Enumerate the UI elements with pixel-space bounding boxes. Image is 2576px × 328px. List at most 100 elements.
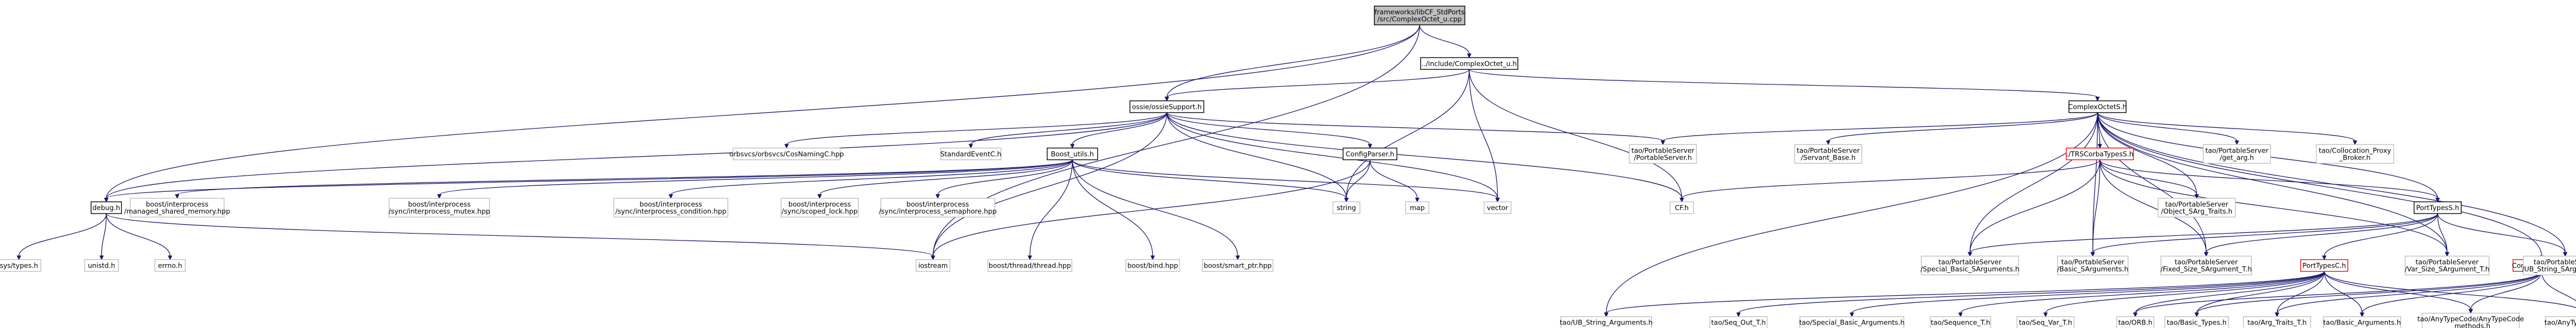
node-errno[interactable]: errno.h bbox=[154, 259, 186, 272]
edge-arrowhead bbox=[2194, 194, 2199, 199]
node-label: boost/bind.hpp bbox=[1127, 261, 1178, 269]
node-label: tao/AnyTypeCode/Any.h bbox=[2544, 319, 2576, 327]
node-arg-traits[interactable]: tao/Arg_Traits_T.h bbox=[2242, 316, 2311, 328]
node-ip-mutex[interactable]: boost/interprocess/sync/interprocess_mut… bbox=[389, 198, 491, 218]
node-box bbox=[2057, 255, 2129, 276]
node-label: /src/ComplexOctet_u.cpp bbox=[1377, 15, 1462, 23]
node-box bbox=[780, 198, 859, 218]
edge-arrowhead bbox=[1849, 312, 1854, 317]
edge-arrowhead bbox=[1150, 255, 1155, 261]
node-debug-h[interactable]: debug.h bbox=[90, 201, 122, 214]
node-thread[interactable]: boost/thread/thread.hpp bbox=[987, 259, 1073, 272]
node-iostream[interactable]: iostream bbox=[916, 259, 951, 272]
node-ip-lock[interactable]: boost/interprocess/sync/scoped_lock.hpp bbox=[780, 198, 859, 218]
node-corbatypess-h[interactable]: ./TRSCorbaTypesS.h bbox=[2065, 147, 2134, 160]
edge-porttypesc-h-to-special-args bbox=[1849, 271, 2325, 317]
node-fixed-size-sarg[interactable]: tao/PortableServer/Fixed_Size_SArgument_… bbox=[2160, 255, 2252, 276]
node-servant-base[interactable]: tao/PortableServer/Servant_Base.h bbox=[1794, 144, 1863, 164]
node-box bbox=[940, 147, 1002, 160]
edge-arrowhead bbox=[2234, 140, 2240, 146]
edge-complexoctets-h-to-collocation bbox=[2097, 112, 2357, 146]
edge-complexoctet-u-h-to-cf-h bbox=[1469, 69, 1685, 203]
node-map[interactable]: map bbox=[1405, 201, 1430, 214]
node-ossiesupport-h[interactable]: ossie/ossieSupport.h bbox=[1129, 100, 1204, 113]
node-ip-shm[interactable]: boost/interprocess/managed_shared_memory… bbox=[124, 198, 230, 218]
node-special-sargs[interactable]: tao/PortableServer/Special_Basic_SArgume… bbox=[1921, 255, 2020, 276]
edge-arrowhead bbox=[1070, 144, 1075, 149]
edge-line bbox=[2276, 271, 2325, 313]
node-special-args[interactable]: tao/Special_Basic_Arguments.h bbox=[1799, 316, 1905, 328]
edge-complexoctets-h-to-get-arg bbox=[2097, 112, 2240, 146]
edge-porttypess-h-to-fixed-size-sarg bbox=[2204, 213, 2438, 257]
node-label: boost/interprocess bbox=[639, 200, 702, 208]
node-box bbox=[84, 259, 119, 272]
node-cosnaming[interactable]: orbsvcs/orbsvcs/CosNamingC.hpp bbox=[729, 147, 844, 160]
node-label: boost/interprocess bbox=[788, 200, 851, 208]
node-string[interactable]: string bbox=[1332, 201, 1360, 214]
edge-corbatypess-h-to-porttypess-h bbox=[2099, 160, 2440, 203]
node-configparser-h[interactable]: ConfigParser.h bbox=[1342, 147, 1397, 160]
node-get-arg[interactable]: tao/PortableServer/get_arg.h bbox=[2203, 144, 2271, 164]
node-root[interactable]: frameworks/libCF_StdPorts/src/ComplexOct… bbox=[1374, 5, 1465, 26]
node-complexoctet-u-h[interactable]: ../include/ComplexOctet_u.h bbox=[1420, 57, 1519, 70]
edge-line bbox=[2437, 213, 2566, 253]
edge-line bbox=[670, 160, 1073, 195]
node-bind[interactable]: boost/bind.hpp bbox=[1125, 259, 1180, 272]
edge-porttypesc-h-to-anytypecode-methods bbox=[2323, 271, 2473, 314]
node-ub-string-sargs[interactable]: tao/PortableServer/UB_String_SArguments.… bbox=[2522, 255, 2576, 276]
node-label: vector bbox=[1487, 204, 1509, 212]
node-seq-out[interactable]: tao/Seq_Out_T.h bbox=[1709, 316, 1768, 328]
edge-line bbox=[101, 213, 107, 256]
node-label: tao/PortableServer bbox=[2206, 146, 2269, 154]
edge-line bbox=[1369, 160, 1418, 198]
node-complexoctets-h[interactable]: ComplexOctetS.h bbox=[2068, 100, 2127, 113]
node-unistd[interactable]: unistd.h bbox=[84, 259, 119, 272]
node-box bbox=[1794, 144, 1863, 164]
node-basic-sargs[interactable]: tao/PortableServer/Basic_SArguments.h bbox=[2057, 255, 2129, 276]
node-boost-utils-h[interactable]: Boost_utils.h bbox=[1046, 147, 1098, 160]
node-orb[interactable]: tao/ORB.h bbox=[2116, 316, 2155, 328]
node-porttypesc-h[interactable]: PortTypesC.h bbox=[2300, 259, 2349, 272]
edge-porttypess-h-to-ub-string-sargs bbox=[2437, 213, 2568, 257]
edge-line bbox=[2361, 271, 2542, 313]
node-collocation[interactable]: tao/Collocation_Proxy_Broker.h bbox=[2316, 144, 2394, 164]
edge-line bbox=[1029, 160, 1073, 256]
node-ip-cond[interactable]: boost/interprocess/sync/interprocess_con… bbox=[613, 198, 729, 218]
node-cf-h[interactable]: CF.h bbox=[1669, 201, 1694, 214]
node-sys-types[interactable]: sys/types.h bbox=[0, 259, 42, 272]
node-object-sarg[interactable]: tao/PortableServer/Object_SArg_Traits.h bbox=[2158, 198, 2236, 218]
edge-complexoctet-u-h-to-complexoctets-h bbox=[1469, 69, 2100, 102]
edge-complexoctets-h-to-special-sargs bbox=[1968, 112, 2098, 257]
edge-complexoctetc-h-to-arg-traits bbox=[2275, 271, 2542, 317]
node-box bbox=[389, 198, 491, 218]
edge-line bbox=[1072, 160, 1238, 256]
node-seq-var[interactable]: tao/Seq_Var_T.h bbox=[2016, 316, 2075, 328]
edge-line bbox=[106, 213, 171, 256]
node-box bbox=[2160, 255, 2252, 276]
node-portableserver-h[interactable]: tao/PortableServer/PortableServer.h bbox=[1629, 144, 1697, 164]
node-basic-args[interactable]: tao/Basic_Arguments.h bbox=[2323, 316, 2401, 328]
node-label: StandardEventC.h bbox=[940, 150, 1001, 158]
edge-root-to-ossiesupport-h bbox=[1165, 25, 1420, 102]
node-label: tao/PortableServer bbox=[1938, 258, 2002, 266]
node-porttypess-h[interactable]: PortTypesS.h bbox=[2414, 201, 2462, 214]
edge-corbatypess-h-to-object-sarg bbox=[2099, 160, 2199, 199]
node-sequence-t[interactable]: tao/Sequence_T.h bbox=[1930, 316, 1992, 328]
node-label: Boost_utils.h bbox=[1051, 150, 1094, 158]
edge-arrowhead bbox=[1495, 197, 1500, 203]
node-anytypecode-methods[interactable]: tao/AnyTypeCode/AnyTypeCode_methods.h bbox=[2417, 312, 2524, 328]
node-ub-string-args[interactable]: tao/UB_String_Arguments.h bbox=[1560, 316, 1653, 328]
node-basic-types[interactable]: tao/Basic_Types.h bbox=[2164, 316, 2229, 328]
node-var-size-sarg[interactable]: tao/PortableServer/Var_Size_SArgument_T.… bbox=[2405, 255, 2490, 276]
node-ip-sem[interactable]: boost/interprocess/sync/interprocess_sem… bbox=[879, 198, 996, 218]
edge-arrowhead bbox=[784, 144, 789, 149]
node-box bbox=[1921, 255, 2019, 276]
edge-complexoctet-u-h-to-vector bbox=[1469, 69, 1500, 203]
edge-line bbox=[1469, 69, 2098, 98]
node-anytypecode-any[interactable]: tao/AnyTypeCode/Any.h bbox=[2544, 316, 2576, 328]
node-vector[interactable]: vector bbox=[1483, 201, 1512, 214]
node-standardevent[interactable]: StandardEventC.h bbox=[940, 147, 1002, 160]
node-smart-ptr[interactable]: boost/smart_ptr.hpp bbox=[1202, 259, 1274, 272]
edge-line bbox=[1969, 213, 2438, 253]
